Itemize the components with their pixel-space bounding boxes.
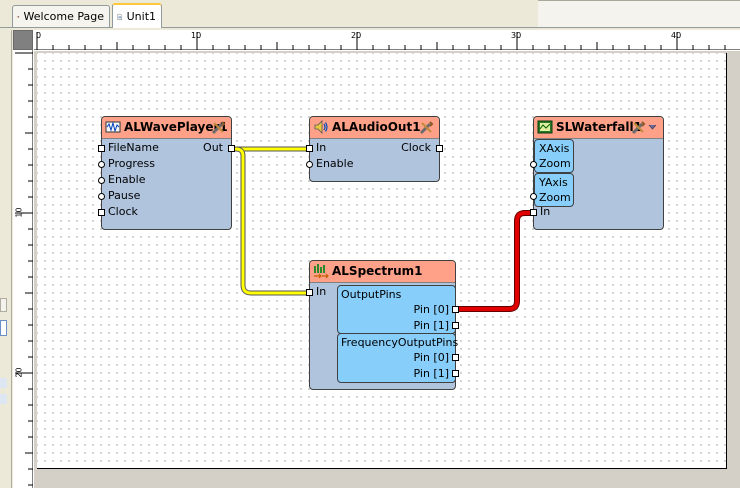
pin-filename[interactable] [98,145,105,152]
pin-label: FileName [108,141,159,154]
group-title: XAxis [539,142,570,155]
pin-label: In [540,205,551,218]
document-icon [117,13,123,20]
tab-bar-empty-area [538,1,740,28]
pin-in[interactable] [530,209,537,216]
component-title: SLWaterfall1 [556,120,642,134]
pin-label: Progress [108,157,155,170]
component-header[interactable]: ALWavePlayer1 [102,117,231,139]
tab-unit1[interactable]: Unit1 [112,3,162,28]
pin-label: In [316,141,327,154]
group-yaxis[interactable]: YAxis Zoom [534,173,574,207]
ruler-label: 40 [671,31,682,40]
house-icon [17,15,20,18]
group-title: OutputPins [341,288,402,301]
pin-label: In [316,285,327,298]
tab-label: Welcome Page [23,10,104,23]
pin-label: Clock [401,141,431,154]
left-panel-button[interactable] [0,378,7,388]
pin-frequency-0[interactable] [452,354,459,361]
component-title: ALSpectrum1 [332,264,423,278]
pin-progress[interactable] [98,161,105,168]
wire-spectrum-to-waterfall-outline [453,210,535,312]
tab-bar-divider [538,0,740,1]
left-panel-divider [11,30,12,488]
ruler-label: 30 [511,31,522,40]
speaker-icon [314,120,328,134]
left-panel-button[interactable] [0,298,7,312]
pin-out[interactable] [228,145,235,152]
component-alaudioout1[interactable]: ALAudioOut1 In Enable Clock [306,116,443,182]
pin-output-0[interactable] [452,306,459,313]
group-frequencyoutputpins[interactable]: FrequencyOutputPins Pin [0] Pin [1] [337,333,459,383]
ruler-corner [13,30,33,50]
component-alspectrum1[interactable]: ALSpectrum1 In OutputPins Pin [0] Pin [1… [306,260,459,390]
pin-label: Enable [316,157,354,170]
pin-yaxis-zoom[interactable] [530,193,537,200]
pin-enable[interactable] [306,161,313,168]
waterfall-chart-icon [537,120,553,134]
chevron-down-icon[interactable] [648,124,657,131]
tools-icon[interactable] [630,120,646,136]
vertical-ruler: 10 20 [13,50,33,488]
component-header[interactable]: ALAudioOut1 [310,117,439,139]
group-title: YAxis [539,176,568,189]
left-panel-button[interactable] [0,320,7,336]
wire-out-to-spectrum[interactable] [228,147,308,295]
pin-label: Enable [108,173,146,186]
pin-label: Pin [1] [413,319,450,332]
ruler-label: 0 [36,31,42,40]
pin-clock[interactable] [98,209,105,216]
tools-icon[interactable] [210,120,226,136]
pin-label: Pin [1] [413,367,450,380]
left-panel-edge [0,30,13,488]
pin-label: Pause [108,189,141,202]
component-alwaveplayer1[interactable]: ALWavePlayer1 FileName Progress Enable P… [98,116,235,230]
component-title: ALAudioOut1 [332,120,421,134]
component-title: ALWavePlayer1 [124,120,228,134]
pin-label: Zoom [539,157,571,170]
ruler-label: 20 [351,31,362,40]
vertical-ruler-ticks [15,52,33,486]
group-xaxis[interactable]: XAxis Zoom [534,139,574,173]
tab-underline [0,27,740,28]
pin-xaxis-zoom[interactable] [530,161,537,168]
tab-label: Unit1 [126,10,156,23]
ruler-label: 10 [191,31,202,40]
pin-output-1[interactable] [452,322,459,329]
component-header[interactable]: SLWaterfall1 [534,117,663,139]
horizontal-ruler-ticks [36,32,726,50]
pin-clock[interactable] [436,145,443,152]
pin-in[interactable] [306,289,313,296]
left-panel-button[interactable] [0,394,7,404]
component-header[interactable]: ALSpectrum1 [310,261,455,283]
spectrum-icon [314,264,329,279]
pin-enable[interactable] [98,177,105,184]
horizontal-ruler: 0 10 20 30 40 [34,30,740,50]
pin-in[interactable] [306,145,313,152]
pin-label: Pin [0] [413,303,450,316]
tab-welcome-page[interactable]: Welcome Page [12,5,110,27]
wave-file-icon [105,121,121,133]
pin-frequency-1[interactable] [452,370,459,377]
wire-spectrum-to-waterfall[interactable] [454,211,534,311]
pin-label: Out [203,141,223,154]
pin-pause[interactable] [98,193,105,200]
group-title: FrequencyOutputPins [341,336,459,349]
component-slwaterfall1[interactable]: SLWaterfall1 XAxis Zoom YAxis Zoom In [530,116,664,230]
wire-out-to-spectrum-outline [227,146,309,296]
group-outputpins[interactable]: OutputPins Pin [0] Pin [1] [337,285,456,334]
pin-label: Clock [108,205,138,218]
pin-label: Zoom [539,191,571,204]
pin-label: Pin [0] [413,351,450,364]
tools-icon[interactable] [418,120,434,136]
